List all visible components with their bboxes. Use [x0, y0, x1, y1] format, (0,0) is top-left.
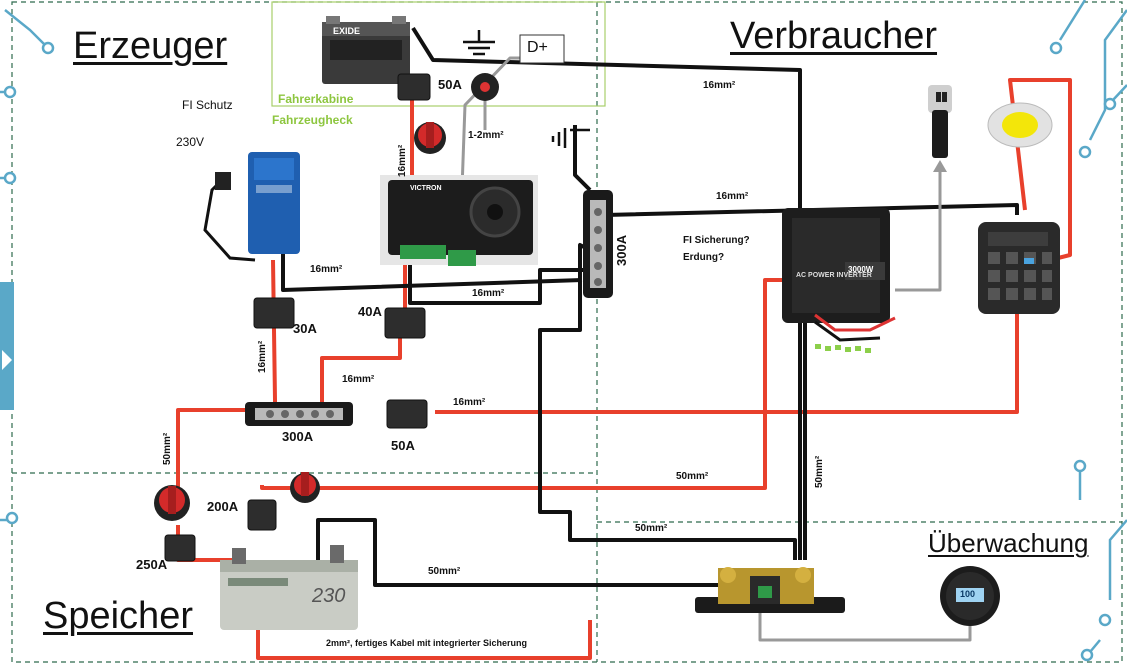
section-erzeuger: Erzeuger: [73, 25, 228, 67]
lithium-battery: [220, 545, 358, 630]
battery-note-label: 2mm², fertiges Kabel mit integrierter Si…: [326, 638, 528, 648]
wire-label-16-vertical-left: 16mm²: [257, 340, 268, 373]
fi-sicherung-label: FI Sicherung?: [683, 235, 750, 246]
victron-charger: [203, 152, 300, 262]
wire-label-50-battery: 50mm²: [428, 566, 461, 577]
wire-label-1-2: 1-2mm²: [468, 130, 504, 141]
dplus-box: [519, 34, 565, 64]
ground-symbol-top: [463, 30, 495, 56]
wire-label-16-charger: 16mm²: [310, 264, 343, 275]
signal-wires: [458, 56, 972, 642]
wire-label-50-busbar: 50mm²: [635, 523, 668, 534]
wire-label-16-vertical-top: 16mm²: [397, 144, 408, 177]
monitor-display: 100: [960, 589, 976, 599]
wire-black-battery-shunt: [316, 518, 720, 587]
fahrerkabine-frame: [271, 1, 606, 107]
zone-fahrzeugheck: Fahrzeugheck: [272, 113, 353, 127]
fuse-holders: [164, 73, 431, 562]
busbar-mid: [245, 402, 353, 426]
inverter: [782, 208, 896, 353]
dplus-label: D+: [527, 39, 548, 56]
section-ueberwachung: Überwachung: [928, 528, 1089, 558]
wire-red-40a-busbar: [320, 330, 402, 410]
wire-red-charger-30a: [271, 259, 277, 410]
wire-black-ground: [573, 125, 592, 192]
fi-schutz-label: FI Schutz: [182, 98, 233, 112]
shunt: [695, 567, 845, 613]
section-verbraucher: Verbraucher: [730, 15, 938, 57]
fuse-50a-top-label: 50A: [438, 77, 462, 92]
usb-socket: [928, 85, 952, 158]
outer-frame: [11, 1, 1123, 663]
wire-label-16-40a: 16mm²: [342, 374, 375, 385]
wire-black-charger-busbar: [281, 250, 583, 292]
wire-red-busbar-250a: [176, 408, 245, 490]
wire-label-16-starter: 16mm²: [703, 80, 736, 91]
wire-grey-lamp: [895, 170, 942, 292]
fuse-250a-label: 250A: [136, 557, 168, 572]
inverter-brand: AC POWER INVERTER: [796, 272, 872, 279]
wire-black-busbar-shunt: [538, 243, 797, 560]
erdung-label: Erdung?: [683, 252, 725, 263]
starter-battery: [322, 16, 410, 84]
wire-black-dc-busbar: [408, 262, 590, 305]
fuse-200a-label: 200A: [207, 499, 239, 514]
busbar-300a-mid-label: 300A: [282, 429, 314, 444]
fuse-50a-mid-label: 50A: [391, 438, 415, 453]
inverter-watt: 3000W: [848, 265, 874, 274]
wire-label-16-fusebox: 16mm²: [716, 191, 749, 202]
led-lamp: [987, 102, 1053, 148]
victron-logo: VICTRON: [410, 185, 442, 192]
fuse-30a-label: 30A: [293, 321, 317, 336]
wire-label-16-dcdc: 16mm²: [472, 288, 505, 299]
wire-red-200a-inverter: [260, 278, 785, 490]
busbar-right: [583, 190, 613, 298]
dcdc-charger: [380, 175, 538, 266]
rocker-switch: [471, 73, 499, 101]
wire-red-50a-fusebox: [435, 300, 1019, 414]
battery-switch-200a: [290, 472, 320, 503]
wire-label-50-left: 50mm²: [162, 432, 173, 465]
battery-switch-top: [414, 122, 446, 154]
v230-label: 230V: [176, 135, 205, 149]
wire-label-50-inverter: 50mm²: [676, 471, 709, 482]
ground-symbol-mid: [551, 128, 590, 148]
fuse-40a-label: 40A: [358, 304, 382, 319]
section-speicher: Speicher: [43, 595, 193, 637]
battery-capacity: 230: [312, 585, 346, 607]
wire-label-50-vertical: 50mm²: [814, 455, 825, 488]
negative-wires: [281, 26, 1019, 587]
zone-fahrerkabine: Fahrerkabine: [278, 92, 354, 106]
battery-monitor: [940, 566, 1000, 626]
fuse-box: [978, 222, 1060, 314]
busbar-300a-right-label: 300A: [614, 234, 629, 266]
wire-label-16-red: 16mm²: [453, 397, 486, 408]
battery-switch-250a: [154, 485, 190, 521]
side-tab: [0, 282, 14, 410]
exide-logo: EXIDE: [333, 26, 361, 36]
